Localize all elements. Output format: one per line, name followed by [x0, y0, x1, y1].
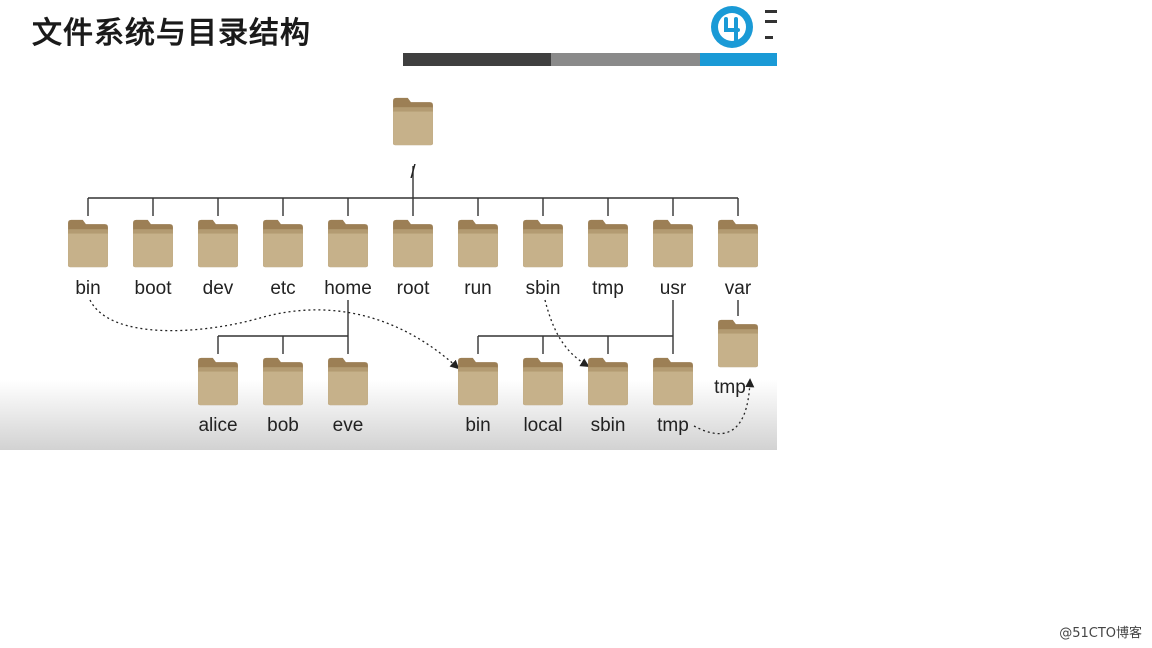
folder-label-usr-local: local: [523, 415, 562, 436]
folder-icon[interactable]: [198, 357, 238, 406]
folder-icon[interactable]: [588, 357, 628, 406]
folder-icon[interactable]: [523, 357, 563, 406]
slide-title: 文件系统与目录结构: [32, 16, 311, 51]
folder-label-etc: etc: [270, 278, 295, 299]
folder-label-usr-bin: bin: [465, 415, 490, 436]
folder-label-home: home: [324, 278, 372, 299]
folder-icon[interactable]: [458, 219, 498, 268]
folder-label-usr: usr: [660, 278, 687, 299]
folder-icon[interactable]: [198, 219, 238, 268]
folder-label-alice: alice: [198, 415, 237, 436]
brand-logo-icon: [711, 6, 753, 48]
folder-label-var: var: [725, 278, 752, 299]
folder-icon[interactable]: [523, 219, 563, 268]
folder-label-eve: eve: [333, 415, 364, 436]
folder-icon[interactable]: [263, 357, 303, 406]
folder-label-dev: dev: [203, 278, 234, 299]
folder-icon[interactable]: [588, 219, 628, 268]
folder-label-boot: boot: [135, 278, 173, 299]
folder-label-usr-sbin: sbin: [591, 415, 626, 436]
folder-icon[interactable]: [393, 97, 433, 146]
folder-icon[interactable]: [68, 219, 108, 268]
symlink-arrow-sbin: [544, 299, 590, 367]
folder-label-root: root: [397, 278, 430, 299]
folder-icon[interactable]: [133, 219, 173, 268]
folder-label-usr-tmp: tmp: [657, 415, 689, 436]
header-bar-gray: [551, 53, 700, 66]
slide: 文件系统与目录结构: [0, 0, 777, 450]
folder-icon[interactable]: [718, 219, 758, 268]
folder-label-tmp: tmp: [592, 278, 624, 299]
folder-icon[interactable]: [718, 319, 758, 368]
folder-label-bob: bob: [267, 415, 299, 436]
folder-icon[interactable]: [393, 219, 433, 268]
root-folder-label: /: [410, 162, 416, 183]
folder-label-sbin: sbin: [526, 278, 561, 299]
folder-label-bin: bin: [75, 278, 100, 299]
watermark: @51CTO博客: [1059, 626, 1142, 641]
symlink-arrow-bin: [89, 299, 460, 370]
folder-icon[interactable]: [263, 219, 303, 268]
header-bar-accent: [700, 53, 777, 66]
directory-tree-diagram: / bin boot dev etc home root run sbin tm…: [68, 97, 758, 436]
folder-icon[interactable]: [328, 219, 368, 268]
folder-label-run: run: [464, 278, 491, 299]
brand-logo-text-fragment: [765, 6, 777, 46]
folder-icon[interactable]: [653, 357, 693, 406]
folder-icon[interactable]: [328, 357, 368, 406]
folder-icon[interactable]: [653, 219, 693, 268]
folder-icon[interactable]: [458, 357, 498, 406]
folder-label-var-tmp: tmp: [714, 377, 746, 398]
header-bar-dark: [403, 53, 551, 66]
